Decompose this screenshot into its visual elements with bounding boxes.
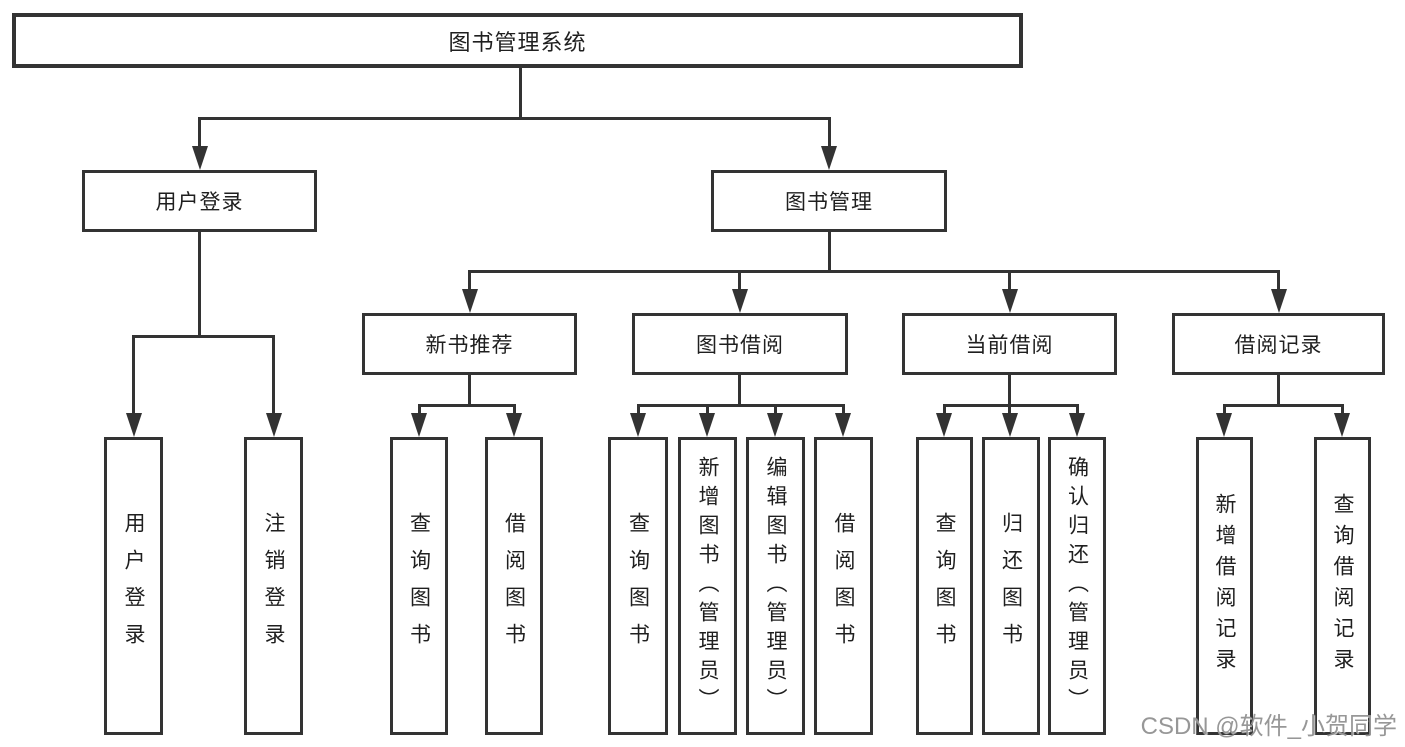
arrow-down-icon [630,413,646,437]
connector-drop-leaf [774,404,777,416]
connector-book-mgmt-stem [828,232,831,271]
leaf-query-books-label: 查询图书 [407,512,431,660]
leaf-edit-books-admin-label: 编辑图书（管理员） [764,455,787,717]
connector-drop-new-book [468,270,471,291]
leaf-add-borrow-record-label: 新增借阅记录 [1213,493,1236,679]
leaf-query-books-borrow: 查询图书 [608,437,668,735]
leaf-confirm-return-admin-label: 确认归还（管理员） [1065,455,1089,717]
arrow-down-icon [699,413,715,437]
node-current-borrow-label: 当前借阅 [965,334,1054,357]
node-book-borrow: 图书借阅 [632,313,848,375]
arrow-down-icon [126,413,142,437]
node-current-borrow: 当前借阅 [902,313,1117,375]
connector-level1-hbar [198,117,831,120]
leaf-logout-label: 注销登录 [262,512,285,660]
node-new-book-recommend: 新书推荐 [362,313,577,375]
arrow-down-icon [1002,289,1018,313]
connector-drop-leaf [1008,404,1011,416]
arrow-down-icon [266,413,282,437]
node-user-login: 用户登录 [82,170,317,232]
leaf-return-books-label: 归还图书 [999,512,1023,660]
node-user-login-label: 用户登录 [155,191,244,214]
node-book-management-label: 图书管理 [785,191,873,214]
connector-drop-logout [272,335,275,415]
connector-drop-book-mgmt [828,117,831,148]
arrow-down-icon [767,413,783,437]
connector-new-book-hbar [418,404,516,407]
leaf-logout: 注销登录 [244,437,303,735]
connector-drop-leaf [1223,404,1226,416]
arrow-down-icon [936,413,952,437]
arrow-down-icon [835,413,851,437]
leaf-query-books-label: 查询图书 [626,512,650,660]
arrow-down-icon [1334,413,1350,437]
leaf-user-login: 用户登录 [104,437,163,735]
connector-drop-leaf [1076,404,1079,416]
leaf-add-borrow-record: 新增借阅记录 [1196,437,1253,735]
arrow-down-icon [192,146,208,170]
connector-level3-hbar [468,270,1280,273]
connector-new-book-stem [468,375,471,405]
arrow-down-icon [411,413,427,437]
connector-drop-leaf [1341,404,1344,416]
leaf-confirm-return-admin: 确认归还（管理员） [1048,437,1106,735]
connector-drop-user-login [198,117,201,148]
connector-drop-leaf [943,404,946,416]
csdn-watermark: CSDN @软件_小贺同学 [1140,713,1397,740]
connector-current-borrow-stem [1008,375,1011,405]
leaf-add-books-admin-label: 新增图书（管理员） [696,455,719,717]
connector-drop-leaf [418,404,421,416]
leaf-query-books-recommend: 查询图书 [390,437,448,735]
node-root-system: 图书管理系统 [12,13,1023,68]
leaf-query-books-label: 查询图书 [933,512,956,660]
node-book-borrow-label: 图书借阅 [696,334,784,357]
node-book-management: 图书管理 [711,170,947,232]
arrow-down-icon [462,289,478,313]
arrow-down-icon [1002,413,1018,437]
arrow-down-icon [1271,289,1287,313]
node-borrow-records: 借阅记录 [1172,313,1385,375]
connector-book-borrow-stem [738,375,741,405]
leaf-borrow-books: 借阅图书 [814,437,873,735]
leaf-edit-books-admin: 编辑图书（管理员） [746,437,805,735]
arrow-down-icon [1216,413,1232,437]
leaf-query-borrow-record: 查询借阅记录 [1314,437,1371,735]
connector-drop-leaf [842,404,845,416]
connector-user-login-hbar [132,335,275,338]
connector-drop-leaf [637,404,640,416]
leaf-borrow-books-label: 借阅图书 [502,512,526,660]
connector-drop-borrow-records [1277,270,1280,291]
connector-drop-login [132,335,135,415]
leaf-query-borrow-record-label: 查询借阅记录 [1331,493,1354,679]
arrow-down-icon [732,289,748,313]
leaf-user-login-label: 用户登录 [122,512,145,660]
leaf-add-books-admin: 新增图书（管理员） [678,437,737,735]
leaf-borrow-books-label: 借阅图书 [832,512,855,660]
connector-drop-book-borrow [738,270,741,291]
connector-book-borrow-hbar [637,404,845,407]
connector-drop-leaf [706,404,709,416]
arrow-down-icon [821,146,837,170]
node-root-label: 图书管理系统 [448,29,587,55]
connector-drop-leaf [513,404,516,416]
node-new-book-recommend-label: 新书推荐 [425,334,514,357]
node-borrow-records-label: 借阅记录 [1234,334,1323,357]
connector-root-stem [519,68,522,118]
leaf-borrow-books-recommend: 借阅图书 [485,437,543,735]
connector-borrow-records-hbar [1223,404,1344,407]
arrow-down-icon [506,413,522,437]
connector-drop-current-borrow [1008,270,1011,291]
leaf-return-books: 归还图书 [982,437,1040,735]
connector-borrow-records-stem [1277,375,1280,405]
leaf-query-books-current: 查询图书 [916,437,973,735]
connector-user-login-stem [198,232,201,336]
connector-current-borrow-hbar [943,404,1079,407]
arrow-down-icon [1069,413,1085,437]
